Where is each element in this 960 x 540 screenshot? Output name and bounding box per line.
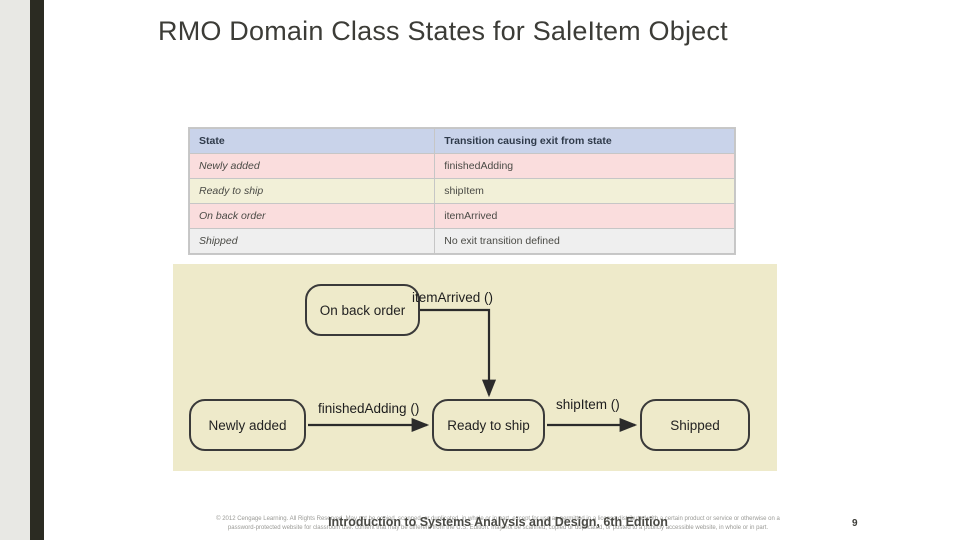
cell-transition: shipItem — [434, 178, 735, 204]
state-node-ready-to-ship: Ready to ship — [432, 399, 545, 451]
state-node-shipped: Shipped — [640, 399, 750, 451]
table-row: Shipped No exit transition defined — [188, 228, 735, 254]
table-row: On back order itemArrived — [188, 203, 735, 229]
cell-transition: No exit transition defined — [434, 228, 735, 254]
footer-book-title: Introduction to Systems Analysis and Des… — [328, 515, 668, 529]
table-row: Ready to ship shipItem — [188, 178, 735, 204]
transition-label-item-arrived: itemArrived () — [412, 290, 494, 305]
cell-transition: finishedAdding — [434, 153, 735, 179]
state-transition-table: State Transition causing exit from state… — [188, 127, 736, 255]
column-header-state: State — [188, 128, 436, 154]
cell-transition: itemArrived — [434, 203, 735, 229]
cell-state: Newly added — [188, 153, 436, 179]
page-number: 9 — [852, 518, 858, 529]
table-row: Newly added finishedAdding — [188, 153, 735, 179]
state-machine-diagram: On back order Newly added Ready to ship … — [173, 264, 777, 471]
footer-copyright: © 2012 Cengage Learning. All Rights Rese… — [216, 516, 780, 531]
cell-state: On back order — [188, 203, 436, 229]
left-decoration-bar-light — [0, 0, 30, 540]
table-header-row: State Transition causing exit from state — [188, 128, 735, 154]
transition-label-finished-adding: finishedAdding () — [318, 401, 420, 416]
state-node-newly-added: Newly added — [189, 399, 306, 451]
column-header-transition: Transition causing exit from state — [434, 128, 735, 154]
page-title: RMO Domain Class States for SaleItem Obj… — [158, 16, 728, 46]
cell-state: Ready to ship — [188, 178, 436, 204]
left-decoration-bar-dark — [30, 0, 44, 540]
state-node-on-back-order: On back order — [305, 284, 420, 336]
cell-state: Shipped — [188, 228, 436, 254]
transition-label-ship-item: shipItem () — [556, 397, 620, 412]
